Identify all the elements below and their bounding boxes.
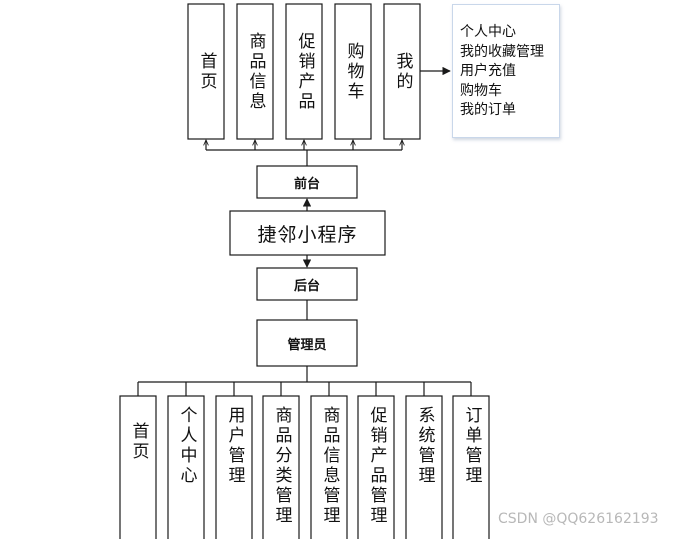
mine-menu: 个人中心 我的收藏管理 用户充值 购物车 我的订单 — [452, 4, 560, 138]
front-nav-cart: 购物车 — [343, 41, 364, 102]
admin-module-orders: 订单管理 — [461, 406, 482, 486]
front-nav-box-cart — [334, 3, 372, 140]
front-nav-home: 首页 — [196, 51, 217, 92]
admin-module-box — [405, 395, 443, 539]
front-nav-box-products — [236, 3, 274, 140]
admin-module-system: 系统管理 — [414, 406, 435, 486]
admin-module-promotions: 促销产品管理 — [366, 406, 387, 526]
app-box — [229, 210, 386, 256]
front-nav-products: 商品信息 — [245, 31, 266, 112]
admin-box — [256, 319, 358, 367]
watermark: CSDN @QQ626162193 — [498, 511, 659, 527]
front-nav-box-promotions — [285, 3, 323, 140]
admin-label: 管理员 — [287, 337, 327, 353]
admin-module-categories: 商品分类管理 — [271, 406, 292, 526]
admin-module-profile: 个人中心 — [176, 406, 197, 486]
mine-menu-item: 个人中心 — [460, 24, 516, 40]
admin-module-box — [357, 395, 395, 539]
front-label: 前台 — [293, 176, 320, 192]
mine-menu-item: 我的订单 — [460, 102, 516, 118]
mine-menu-item: 购物车 — [460, 82, 502, 99]
back-label: 后台 — [293, 278, 320, 294]
admin-module-box — [119, 395, 157, 539]
admin-module-products: 商品信息管理 — [319, 406, 340, 526]
front-nav-promotions: 促销产品 — [294, 31, 315, 112]
admin-module-box — [310, 395, 348, 539]
front-box — [256, 165, 358, 199]
front-nav-box-home — [187, 3, 225, 140]
mine-menu-item: 我的收藏管理 — [460, 43, 544, 60]
front-nav-mine: 我的 — [392, 51, 413, 92]
admin-module-box — [452, 395, 490, 539]
admin-module-box — [215, 395, 253, 539]
front-nav-box-mine — [383, 3, 421, 140]
admin-module-users: 用户管理 — [224, 406, 245, 486]
mine-menu-item: 用户充值 — [460, 63, 516, 79]
admin-module-box — [167, 395, 205, 539]
admin-module-home: 首页 — [128, 422, 149, 462]
admin-module-box — [262, 395, 300, 539]
app-label: 捷邻小程序 — [257, 223, 358, 246]
